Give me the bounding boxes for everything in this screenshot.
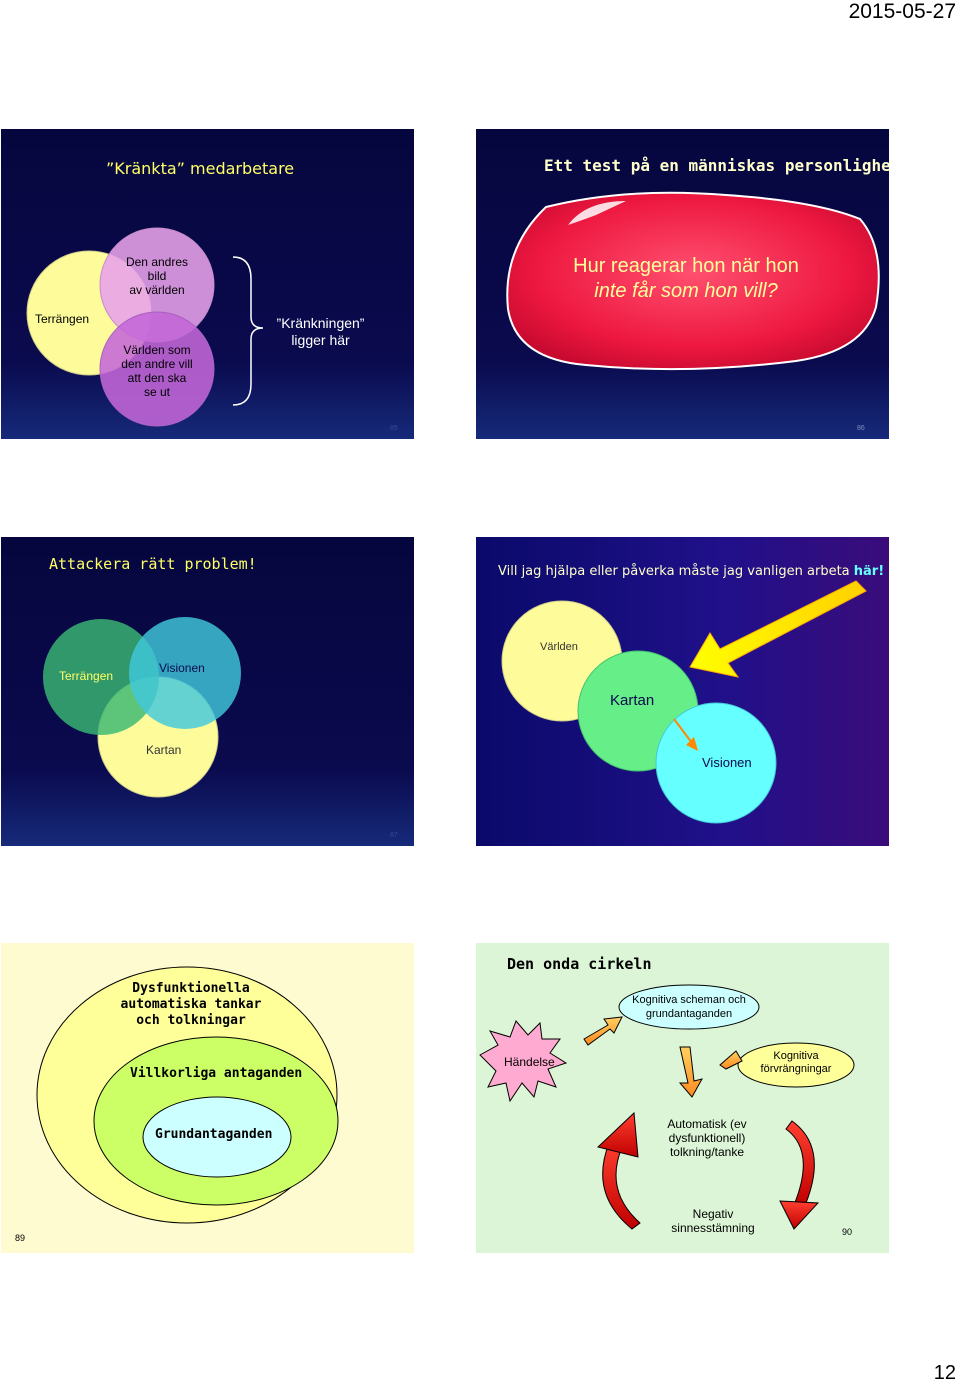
slide-89: Dysfunktionella automatiska tankar och t… — [1, 943, 414, 1253]
terrain-label: Terrängen — [35, 312, 90, 326]
arrow-event-to-schemas-icon — [583, 1016, 623, 1046]
terrain-circle — [43, 619, 159, 735]
desired-world-label: Världen som den andre vill att den ska s… — [121, 343, 193, 399]
slide-86-title: Ett test på en människas personlighet — [544, 156, 889, 175]
slide-90-title: Den onda cirkeln — [507, 955, 652, 973]
event-star — [479, 1020, 568, 1103]
brace-icon — [232, 256, 264, 406]
vision-label: Visionen — [702, 755, 752, 770]
page-number: 12 — [933, 1362, 956, 1383]
distortions-ellipse — [737, 1042, 855, 1088]
blob-question: Hur reagerar hon när hon inte får som ho… — [573, 255, 799, 302]
header-date: 2015-05-27 — [848, 0, 956, 23]
terrain-label: Terrängen — [59, 669, 114, 683]
slide-86: Ett test på en människas personlighet Hu… — [476, 129, 889, 439]
arrowhead-thought-icon — [596, 1111, 639, 1158]
map-label: Kartan — [610, 692, 655, 709]
others-view-label: Den andres bild av världen — [125, 255, 189, 297]
arrowhead-mood-icon — [779, 1200, 820, 1230]
map-label: Kartan — [146, 743, 182, 757]
slide-85-title: ”Kränkta” medarbetare — [106, 159, 295, 178]
vision-label: Visionen — [159, 661, 205, 675]
small-arrowhead-icon — [686, 737, 698, 751]
blob-highlight — [568, 201, 626, 225]
automatic-thought-label: Automatisk (ev dysfunktionell) tolkning/… — [667, 1117, 747, 1159]
slide-88-title: Vill jag hjälpa eller påverka måste jag … — [498, 564, 884, 579]
vision-circle — [655, 702, 777, 824]
inner-label: Grundantaganden — [155, 1127, 273, 1142]
slide-85-background — [1, 129, 414, 439]
mood-label: Negativ sinnesstämning — [671, 1207, 755, 1235]
small-arrow-icon — [673, 718, 693, 744]
slide-87: Attackera rätt problem! Terrängen Vision… — [1, 537, 414, 846]
inner-ellipse — [142, 1096, 292, 1178]
slide-87-background — [1, 537, 414, 846]
slide-85: ”Kränkta” medarbetare Terrängen Den andr… — [1, 129, 414, 439]
slide-89-number: 89 — [15, 1233, 26, 1243]
slide-89-background — [1, 943, 414, 1253]
slide-88: Vill jag hjälpa eller påverka måste jag … — [476, 537, 889, 846]
arrow-distortions-to-thought-icon — [719, 1050, 743, 1070]
slide-87-number: 87 — [390, 832, 398, 839]
speech-blob — [506, 191, 880, 371]
slide-85-number: 85 — [390, 425, 398, 432]
title-text: Vill jag hjälpa eller påverka måste jag … — [498, 564, 854, 579]
distortions-label: Kognitiva förvrängningar — [760, 1050, 832, 1075]
outer-label: Dysfunktionella automatiska tankar och t… — [120, 981, 262, 1028]
schemas-label: Kognitiva scheman och grundantaganden — [632, 994, 746, 1020]
event-label: Händelse — [504, 1055, 555, 1069]
big-arrow-icon — [689, 580, 867, 678]
slide-90-background — [476, 943, 889, 1253]
offense-note: ”Kränkningen” ligger här — [276, 315, 365, 348]
vision-circle — [129, 617, 241, 729]
slide-86-number: 86 — [857, 425, 865, 432]
slide-90-number: 90 — [842, 1227, 853, 1237]
schemas-ellipse — [618, 984, 760, 1030]
world-label: Världen — [540, 641, 578, 653]
slide-90: Den onda cirkeln Kognitiva scheman och g… — [476, 943, 889, 1253]
middle-label: Villkorliga antaganden — [130, 1066, 303, 1081]
title-emphasis: här! — [853, 564, 885, 579]
slide-88-background — [476, 537, 889, 846]
slide-87-title: Attackera rätt problem! — [49, 555, 257, 573]
desired-world-circle — [99, 311, 215, 427]
arrow-schemas-to-thought-icon — [678, 1046, 703, 1098]
slide-86-background — [476, 129, 889, 439]
